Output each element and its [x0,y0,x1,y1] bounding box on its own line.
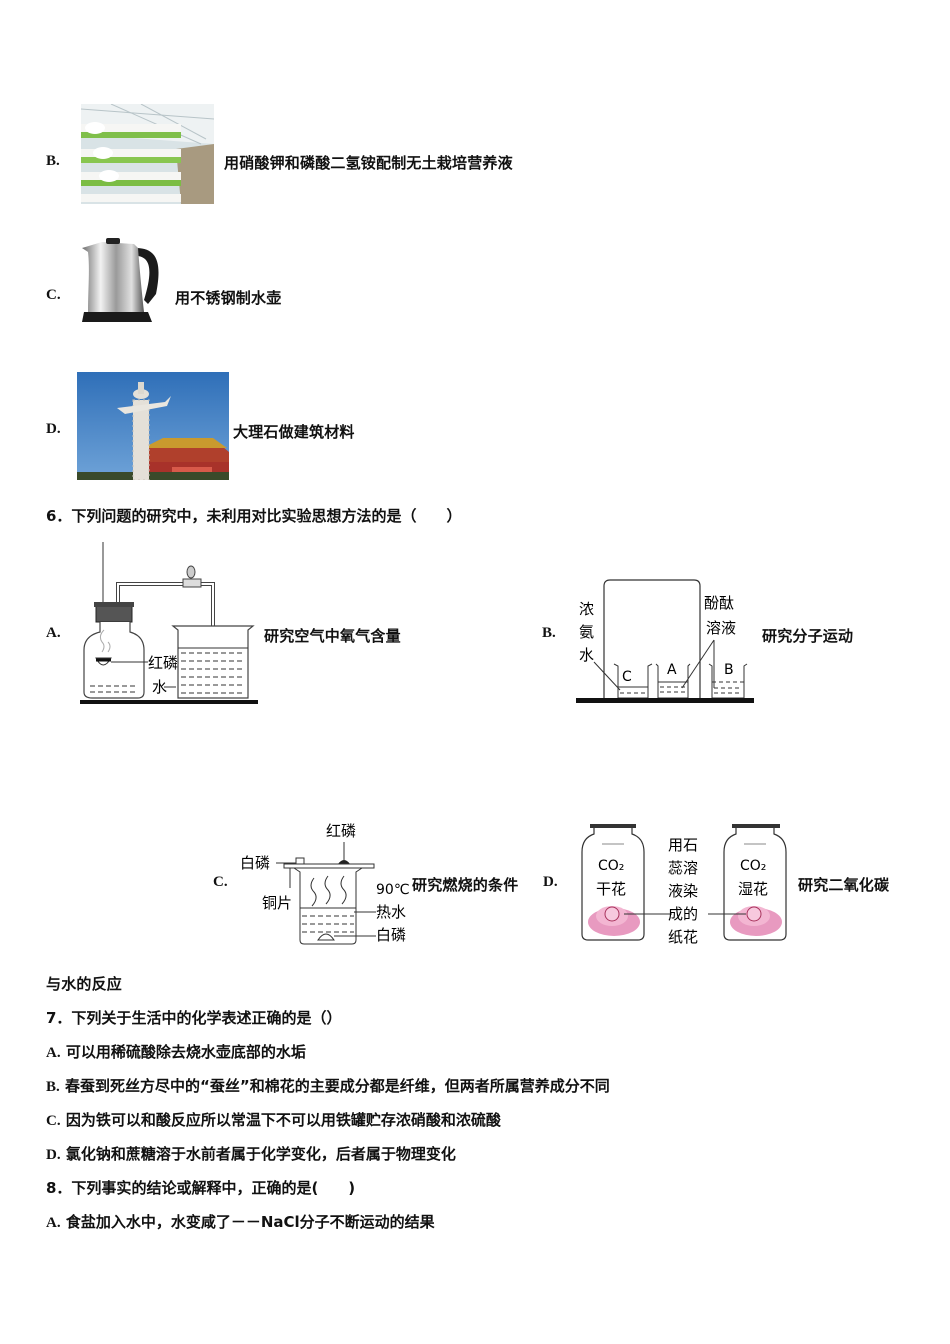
option-label-5c: C. [46,287,61,303]
option-8a: A. 食盐加入水中，水变咸了－－NaCl分子不断运动的结果 [46,1211,435,1232]
option-label-5b: B. [46,153,60,169]
option-text-6b: 研究分子运动 [762,627,854,645]
svg-text:红磷: 红磷 [326,822,356,840]
option-text-8a: 食盐加入水中，水变咸了－－NaCl分子不断运动的结果 [65,1213,435,1231]
option-label-7d: D. [46,1147,61,1163]
svg-text:红磷: 红磷 [148,654,178,672]
option-text-6a: 研究空气中氧气含量 [264,627,401,645]
svg-text:酚酞: 酚酞 [704,594,734,612]
svg-text:热水: 热水 [376,903,406,921]
svg-text:湿花: 湿花 [738,880,768,898]
option-text-7c: 因为铁可以和酸反应所以常温下不可以用铁罐贮存浓硝酸和浓硫酸 [65,1111,501,1129]
svg-text:CO₂: CO₂ [740,858,766,874]
svg-text:纸花: 纸花 [668,928,698,946]
molecular-motion-apparatus-diagram: C A B 浓 氨 水 酚酞 溶液 [574,578,759,706]
svg-text:铜片: 铜片 [262,894,292,912]
question-8-stem: 8．下列事实的结论或解释中，正确的是( ) [46,1179,356,1197]
option-label-8a: A. [46,1215,61,1231]
svg-text:用石: 用石 [668,836,698,854]
svg-text:90℃: 90℃ [376,882,410,898]
option-text-6d-continuation: 与水的反应 [46,975,123,993]
option-text-5c: 用不锈钢制水壶 [175,289,282,307]
svg-text:A: A [667,662,677,678]
combustion-conditions-apparatus-diagram: 红磷 白磷 铜片 90℃ 热水 白磷 [238,818,413,950]
svg-text:氨: 氨 [579,623,594,641]
option-7c: C. 因为铁可以和酸反应所以常温下不可以用铁罐贮存浓硝酸和浓硫酸 [46,1109,501,1130]
svg-text:溶液: 溶液 [706,619,736,637]
svg-text:浓: 浓 [579,600,594,618]
svg-text:水: 水 [579,646,594,664]
option-text-6c: 研究燃烧的条件 [412,876,519,894]
option-text-5b: 用硝酸钾和磷酸二氢铵配制无土栽培营养液 [224,154,513,172]
option-text-6d: 研究二氧化碳 [798,876,890,894]
option-label-6a: A. [46,625,61,641]
option-7b: B. 春蚕到死丝方尽中的“蚕丝”和棉花的主要成分都是纤维，但两者所属营养成分不同 [46,1075,610,1096]
option-label-7a: A. [46,1045,61,1061]
option-label-6d: D. [543,874,558,890]
hydroponic-greenhouse-photo [81,104,214,204]
svg-text:C: C [622,669,632,685]
svg-text:B: B [724,662,734,678]
option-7a: A. 可以用稀硫酸除去烧水壶底部的水垢 [46,1041,306,1062]
question-7-stem: 7．下列关于生活中的化学表述正确的是（） [46,1009,342,1027]
svg-text:蕊溶: 蕊溶 [668,859,698,877]
option-label-5d: D. [46,421,61,437]
option-label-7b: B. [46,1079,60,1095]
option-text-7d: 氯化钠和蔗糖溶于水前者属于化学变化，后者属于物理变化 [65,1145,456,1163]
option-label-6b: B. [542,625,556,641]
svg-text:CO₂: CO₂ [598,858,624,874]
svg-text:成的: 成的 [668,905,698,923]
option-text-5d: 大理石做建筑材料 [233,423,355,441]
question-6-stem: 6．下列问题的研究中，未利用对比实验思想方法的是（ ） [46,507,462,525]
option-7d: D. 氯化钠和蔗糖溶于水前者属于化学变化，后者属于物理变化 [46,1143,456,1164]
svg-text:白磷: 白磷 [376,926,406,944]
svg-text:白磷: 白磷 [240,854,270,872]
marble-huabiao-column-photo [77,372,229,480]
oxygen-content-apparatus-diagram: 红磷 水 [78,540,263,705]
option-label-7c: C. [46,1113,61,1129]
option-text-7b: 春蚕到死丝方尽中的“蚕丝”和棉花的主要成分都是纤维，但两者所属营养成分不同 [65,1077,610,1095]
option-label-6c: C. [213,874,228,890]
co2-water-reaction-diagram: CO₂ 干花 CO₂ 湿花 用石 蕊溶 液染 成的 纸花 [574,822,796,948]
option-text-7a: 可以用稀硫酸除去烧水壶底部的水垢 [65,1043,306,1061]
svg-text:液染: 液染 [668,882,698,900]
stainless-steel-kettle-photo [78,234,164,330]
svg-text:干花: 干花 [596,880,626,898]
svg-text:水: 水 [152,678,167,696]
